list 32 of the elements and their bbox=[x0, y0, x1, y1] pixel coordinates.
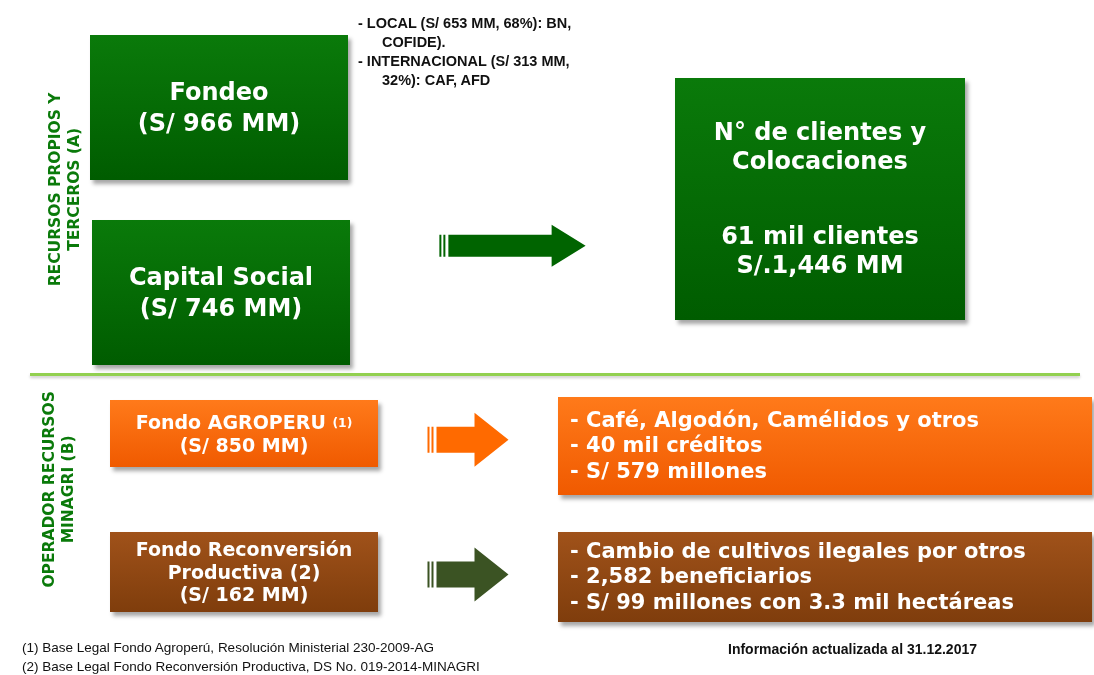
bullet-text: - LOCAL (S/ 653 MM, 68%): BN, COFIDE). bbox=[358, 14, 573, 52]
process-box bbox=[675, 78, 965, 320]
box-text: - Café, Algodón, Camélidos y otros bbox=[570, 408, 979, 434]
box-text: - S/ 99 millones con 3.3 mil hectáreas bbox=[570, 589, 1014, 615]
box-text: (S/ 850 MM) bbox=[179, 433, 309, 457]
section-label: OPERADOR RECURSOS MINAGRI (B) bbox=[39, 390, 78, 590]
block-arrow bbox=[427, 547, 509, 602]
block-arrow bbox=[427, 412, 509, 467]
process-box bbox=[558, 397, 1092, 495]
process-box bbox=[90, 35, 348, 180]
box-text: (S/ 746 MM) bbox=[139, 293, 303, 323]
box-text: Fondeo bbox=[169, 77, 269, 107]
box-text: Capital Social bbox=[128, 262, 314, 292]
footnote-text: (1) Base Legal Fondo Agroperú, Resolución Ministerial 230-2009-AG bbox=[22, 640, 434, 655]
box-text: N° de clientes y Colocaciones bbox=[712, 118, 928, 176]
box-text: - Cambio de cultivos ilegales por otros bbox=[570, 539, 1026, 565]
process-box bbox=[558, 532, 1092, 622]
box-text: Fondo Reconversión Productiva (2) bbox=[134, 537, 354, 584]
box-text: (S/ 162 MM) bbox=[179, 583, 309, 607]
process-box bbox=[92, 220, 350, 365]
box-text: - S/ 579 millones bbox=[570, 458, 767, 484]
section-label: RECURSOS PROPIOS Y TERCEROS (A) bbox=[45, 91, 84, 289]
process-box bbox=[110, 532, 378, 612]
block-arrow bbox=[439, 224, 586, 267]
box-text: (S/ 966 MM) bbox=[137, 108, 301, 138]
box-text: - 2,582 beneficiarios bbox=[570, 564, 813, 590]
box-text: - 40 mil créditos bbox=[570, 433, 763, 459]
footnote-text: (2) Base Legal Fondo Reconversión Productiva, DS No. 019-2014-MINAGRI bbox=[22, 659, 480, 674]
process-box bbox=[110, 400, 378, 467]
footnote-text: Información actualizada al 31.12.2017 bbox=[728, 641, 977, 657]
box-text: 61 mil clientes S/.1,446 MM bbox=[720, 222, 920, 280]
bullet-text: - INTERNACIONAL (S/ 313 MM, 32%): CAF, AFD bbox=[358, 51, 571, 90]
